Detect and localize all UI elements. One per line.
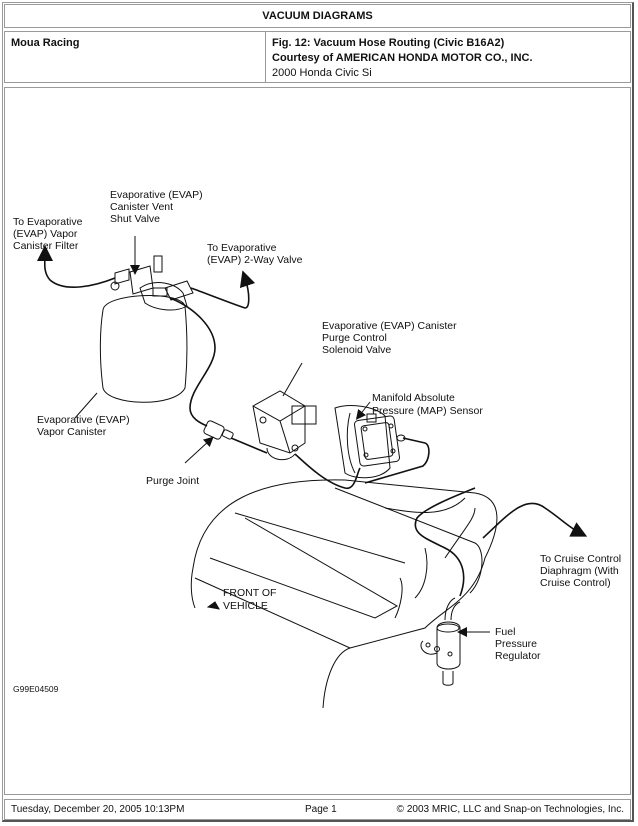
label-line: (EVAP) Vapor	[13, 228, 78, 240]
hose-map	[364, 437, 430, 484]
label-line: Evaporative (EVAP)	[110, 189, 203, 201]
hose-to-vapor-filter	[36, 245, 116, 288]
label-line: Cruise Control)	[540, 577, 611, 589]
footer-timestamp: Tuesday, December 20, 2005 10:13PM	[11, 804, 185, 815]
vehicle-line: 2000 Honda Civic Si	[272, 67, 372, 79]
hose-joint-to-solenoid	[230, 437, 268, 454]
hose-canister-to-joint	[169, 297, 216, 427]
label-line: Pressure	[495, 638, 537, 650]
label-to-two-way-valve: To Evaporative (EVAP) 2-Way Valve	[207, 242, 303, 266]
label-to-vapor-filter: To Evaporative (EVAP) Vapor Canister Fil…	[13, 216, 83, 252]
label-line: Purge Joint	[146, 475, 199, 487]
page-footer: Tuesday, December 20, 2005 10:13PM Page …	[4, 799, 631, 820]
courtesy-line: Courtesy of AMERICAN HONDA MOTOR CO., IN…	[272, 52, 533, 64]
label-purge-joint: Purge Joint	[146, 475, 199, 487]
fuel-pressure-regulator-body	[436, 621, 461, 670]
footer-copyright: © 2003 MRIC, LLC and Snap-on Technologie…	[396, 804, 624, 815]
purge-solenoid-body	[252, 390, 306, 454]
shop-name: Moua Racing	[5, 32, 266, 82]
hose-to-cruise	[482, 502, 588, 539]
label-vent-shut-valve: Evaporative (EVAP) Canister Vent Shut Va…	[110, 189, 203, 225]
label-line: Shut Valve	[110, 213, 160, 225]
footer-page-number: Page 1	[305, 804, 337, 815]
label-cruise-control: To Cruise Control Diaphragm (With Cruise…	[540, 553, 621, 589]
label-line: Pressure (MAP) Sensor	[372, 405, 483, 417]
label-vapor-canister: Evaporative (EVAP) Vapor Canister	[37, 414, 130, 438]
hose-to-two-way	[190, 270, 256, 309]
intake-plenum	[192, 479, 498, 709]
label-line: Canister Filter	[13, 240, 79, 252]
label-line: Diaphragm (With	[540, 565, 619, 577]
label-map-sensor: Manifold Absolute Pressure (MAP) Sensor	[372, 392, 483, 417]
vapor-canister	[99, 305, 188, 403]
label-line: Fuel	[495, 626, 515, 638]
info-header: Moua Racing Fig. 12: Vacuum Hose Routing…	[4, 31, 631, 83]
label-line: Canister Vent	[110, 201, 173, 213]
label-line: Evaporative (EVAP)	[37, 414, 130, 426]
figure-info: Fig. 12: Vacuum Hose Routing (Civic B16A…	[266, 32, 630, 82]
label-line: FRONT OF	[223, 587, 276, 599]
figure-code: G99E04509	[13, 684, 59, 694]
section-title: VACUUM DIAGRAMS	[4, 4, 631, 28]
label-line: To Cruise Control	[540, 553, 621, 565]
vacuum-hose-diagram: Evaporative (EVAP) Canister Vent Shut Va…	[13, 189, 621, 709]
label-front-of-vehicle: FRONT OF VEHICLE	[223, 587, 276, 612]
label-line: (EVAP) 2-Way Valve	[207, 254, 303, 266]
label-line: Solenoid Valve	[322, 344, 391, 356]
hose-to-regulator	[414, 487, 476, 597]
label-fuel-pressure-regulator: Fuel Pressure Regulator	[495, 626, 541, 662]
label-line: Evaporative (EVAP) Canister	[322, 320, 457, 332]
label-line: To Evaporative	[13, 216, 83, 228]
diagram-panel: Evaporative (EVAP) Canister Vent Shut Va…	[4, 87, 631, 795]
label-line: Manifold Absolute	[372, 392, 455, 404]
figure-title: Fig. 12: Vacuum Hose Routing (Civic B16A…	[272, 37, 505, 49]
hose-solenoid-to-throttle	[294, 453, 361, 490]
purge-joint	[203, 420, 225, 440]
label-line: To Evaporative	[207, 242, 277, 254]
label-purge-solenoid: Evaporative (EVAP) Canister Purge Contro…	[322, 320, 457, 356]
throttle-body	[334, 405, 391, 479]
label-line: VEHICLE	[223, 600, 268, 612]
map-sensor-body	[354, 415, 400, 467]
label-line: Vapor Canister	[37, 426, 107, 438]
label-line: Regulator	[495, 650, 541, 662]
label-line: Purge Control	[322, 332, 387, 344]
